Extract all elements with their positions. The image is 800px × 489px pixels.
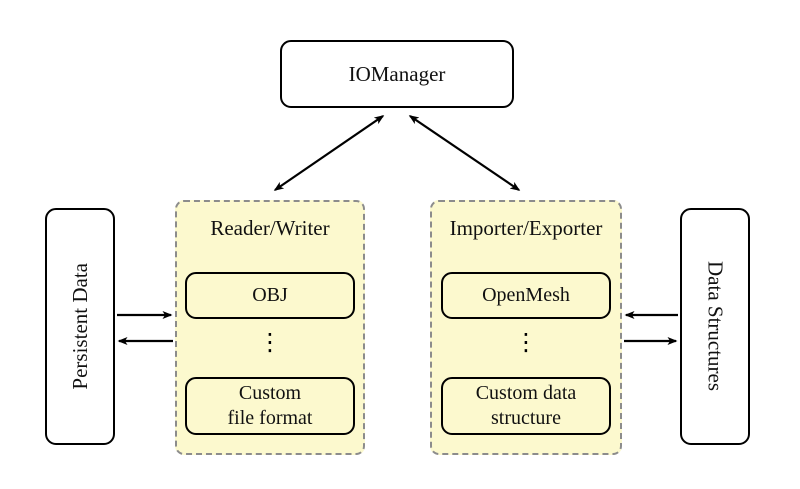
custom-file-format-node: Custom file format <box>185 377 355 435</box>
custom-data-structure-line1: Custom data <box>475 382 577 404</box>
reader-writer-group: Reader/Writer OBJ ⋮ Custom file format <box>175 200 365 455</box>
persistent-data-node: Persistent Data <box>45 208 115 445</box>
custom-data-structure-line2: structure <box>491 407 561 429</box>
openmesh-label: OpenMesh <box>482 284 570 306</box>
persistent-data-label: Persistent Data <box>67 263 92 390</box>
obj-node: OBJ <box>185 272 355 319</box>
openmesh-node: OpenMesh <box>441 272 611 319</box>
reader-writer-title: Reader/Writer <box>210 216 330 240</box>
custom-data-structure-node: Custom data structure <box>441 377 611 435</box>
vertical-ellipsis: ⋮ <box>514 328 538 356</box>
arrow-iomanager-importer-exporter <box>408 115 521 191</box>
importer-exporter-title: Importer/Exporter <box>449 216 603 240</box>
iomanager-node: IOManager <box>280 40 514 108</box>
importer-exporter-group: Importer/Exporter OpenMesh ⋮ Custom data… <box>430 200 622 455</box>
iomanager-label: IOManager <box>348 61 446 86</box>
custom-file-format-line1: Custom <box>238 382 302 404</box>
data-structures-node: Data Structures <box>680 208 750 445</box>
vertical-ellipsis: ⋮ <box>258 328 282 356</box>
data-structures-label: Data Structures <box>703 261 728 392</box>
obj-label: OBJ <box>252 284 288 306</box>
custom-file-format-line2: file format <box>227 407 313 429</box>
arrow-iomanager-reader-writer <box>273 115 385 191</box>
